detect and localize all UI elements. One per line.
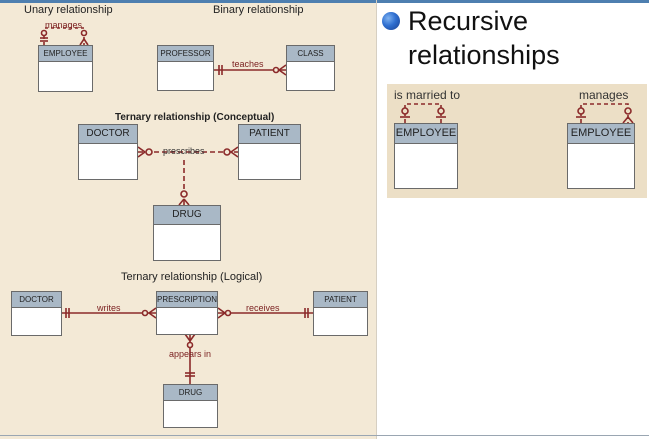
logical-patient-entity: PATIENT <box>313 291 368 336</box>
conceptual-doctor-entity: DOCTOR <box>78 124 138 180</box>
entity-name: PATIENT <box>314 292 367 308</box>
entity-name: CLASS <box>287 46 334 62</box>
entity-name: EMPLOYEE <box>568 124 634 144</box>
logical-title: Ternary relationship (Logical) <box>121 271 263 283</box>
entity-name: DOCTOR <box>79 125 137 144</box>
entity-name: PROFESSOR <box>158 46 213 62</box>
manages-employee-entity: EMPLOYEE <box>567 123 635 189</box>
entity-name: EMPLOYEE <box>395 124 457 144</box>
teaches-label: teaches <box>232 59 264 69</box>
class-entity: CLASS <box>286 45 335 91</box>
top-strip <box>0 0 649 3</box>
appears-in-label: appears in <box>169 349 212 359</box>
unary-title: Unary relationship <box>24 4 113 16</box>
heading-line-1: Recursive <box>408 6 529 36</box>
entity-name: EMPLOYEE <box>39 46 92 62</box>
married-employee-entity: EMPLOYEE <box>394 123 458 189</box>
heading-line-2: relationships <box>408 40 560 70</box>
prescription-entity: PRESCRIPTION <box>156 291 218 335</box>
entity-name: PRESCRIPTION <box>157 292 217 308</box>
writes-label: writes <box>97 303 121 313</box>
manages-label: manages <box>579 88 629 102</box>
logical-doctor-entity: DOCTOR <box>11 291 62 336</box>
entity-name: DRUG <box>164 385 217 401</box>
binary-title: Binary relationship <box>213 4 304 16</box>
panel-divider <box>376 0 377 439</box>
logical-drug-entity: DRUG <box>163 384 218 428</box>
is-married-to-label: is married to <box>394 88 461 102</box>
unary-relationship-label: manages <box>45 20 83 30</box>
receives-label: receives <box>246 303 280 313</box>
entity-name: DOCTOR <box>12 292 61 308</box>
professor-entity: PROFESSOR <box>157 45 214 91</box>
prescribes-label: prescribes <box>163 146 205 156</box>
bullet-icon <box>382 12 400 30</box>
entity-name: PATIENT <box>239 125 300 144</box>
conceptual-patient-entity: PATIENT <box>238 124 301 180</box>
entity-name: DRUG <box>154 206 220 225</box>
conceptual-title: Ternary relationship (Conceptual) <box>115 112 275 123</box>
conceptual-drug-entity: DRUG <box>153 205 221 261</box>
slide-heading: Recursive relationships <box>408 4 560 72</box>
unary-employee-entity: EMPLOYEE <box>38 45 93 92</box>
bottom-border <box>0 435 649 436</box>
